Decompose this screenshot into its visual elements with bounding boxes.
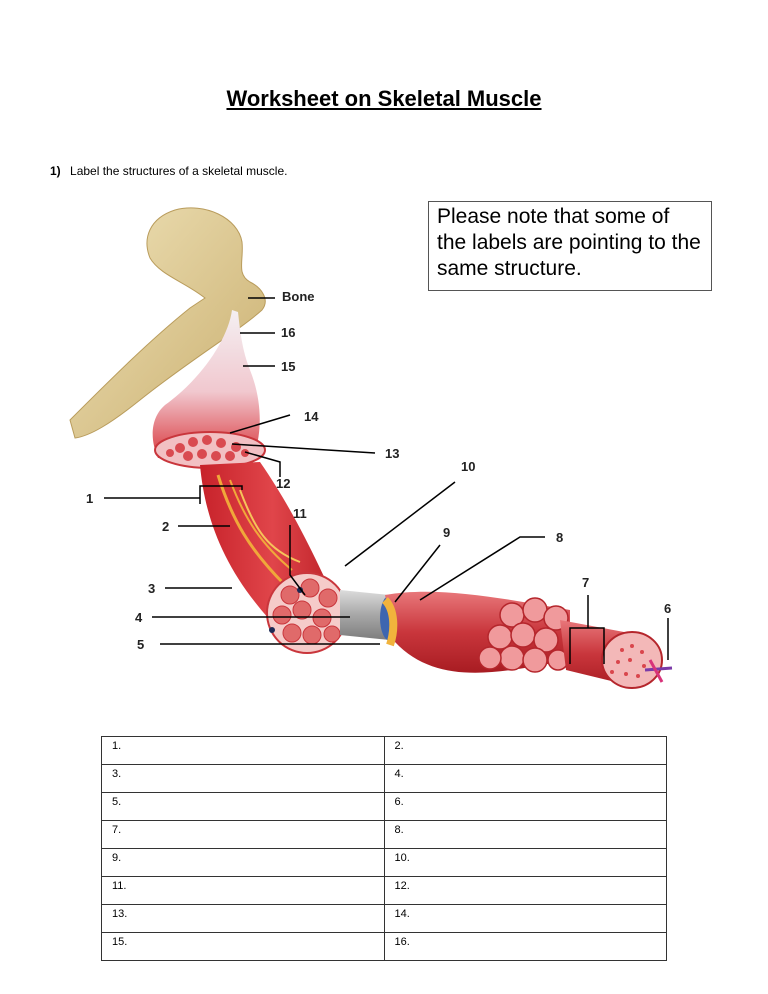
label-10: 10 <box>461 459 475 474</box>
label-5: 5 <box>137 637 144 652</box>
answer-row: 7.8. <box>101 820 667 849</box>
muscle-fiber-bundle <box>381 591 673 689</box>
label-13: 13 <box>385 446 399 461</box>
answer-cell[interactable]: 8. <box>383 820 667 849</box>
muscle-belly <box>152 310 348 654</box>
answer-table: 1.2.3.4.5.6.7.8.9.10.11.12.13.14.15.16. <box>101 736 667 961</box>
answer-cell[interactable]: 10. <box>383 848 667 877</box>
label-8: 8 <box>556 530 563 545</box>
answer-row: 15.16. <box>101 932 667 961</box>
answer-cell[interactable]: 6. <box>383 792 667 821</box>
note-box: Please note that some of the labels are … <box>428 201 712 291</box>
label-9: 9 <box>443 525 450 540</box>
leader-lines <box>104 297 669 664</box>
label-12: 12 <box>276 476 290 491</box>
label-4: 4 <box>135 610 143 625</box>
skeletal-muscle-diagram: Bone 16 15 14 13 12 10 1 11 2 9 8 7 3 6 … <box>69 207 673 689</box>
label-16: 16 <box>281 325 295 340</box>
answer-cell[interactable]: 9. <box>101 848 385 877</box>
answer-row: 13.14. <box>101 904 667 933</box>
answer-cell[interactable]: 11. <box>101 876 385 905</box>
answer-cell[interactable]: 1. <box>101 736 385 765</box>
bone-shape <box>69 207 266 439</box>
answer-cell[interactable]: 5. <box>101 792 385 821</box>
label-3: 3 <box>148 581 155 596</box>
question-number: 1) <box>50 164 61 178</box>
answer-row: 5.6. <box>101 792 667 821</box>
label-2: 2 <box>162 519 169 534</box>
question-text: Label the structures of a skeletal muscl… <box>70 164 288 178</box>
label-14: 14 <box>304 409 319 424</box>
answer-cell[interactable]: 13. <box>101 904 385 933</box>
label-1: 1 <box>86 491 93 506</box>
answer-cell[interactable]: 2. <box>383 736 667 765</box>
answer-cell[interactable]: 15. <box>101 932 385 961</box>
answer-cell[interactable]: 12. <box>383 876 667 905</box>
answer-row: 11.12. <box>101 876 667 905</box>
answer-cell[interactable]: 7. <box>101 820 385 849</box>
label-bone: Bone <box>282 289 315 304</box>
answer-cell[interactable]: 4. <box>383 764 667 793</box>
label-15: 15 <box>281 359 295 374</box>
answer-cell[interactable]: 3. <box>101 764 385 793</box>
label-6: 6 <box>664 601 671 616</box>
answer-cell[interactable]: 16. <box>383 932 667 961</box>
worksheet-title: Worksheet on Skeletal Muscle <box>226 86 542 111</box>
answer-row: 1.2. <box>101 736 667 765</box>
answer-cell[interactable]: 14. <box>383 904 667 933</box>
answer-row: 9.10. <box>101 848 667 877</box>
label-7: 7 <box>582 575 589 590</box>
question-1: 1) Label the structures of a skeletal mu… <box>50 164 287 178</box>
answer-row: 3.4. <box>101 764 667 793</box>
label-11: 11 <box>293 506 307 521</box>
